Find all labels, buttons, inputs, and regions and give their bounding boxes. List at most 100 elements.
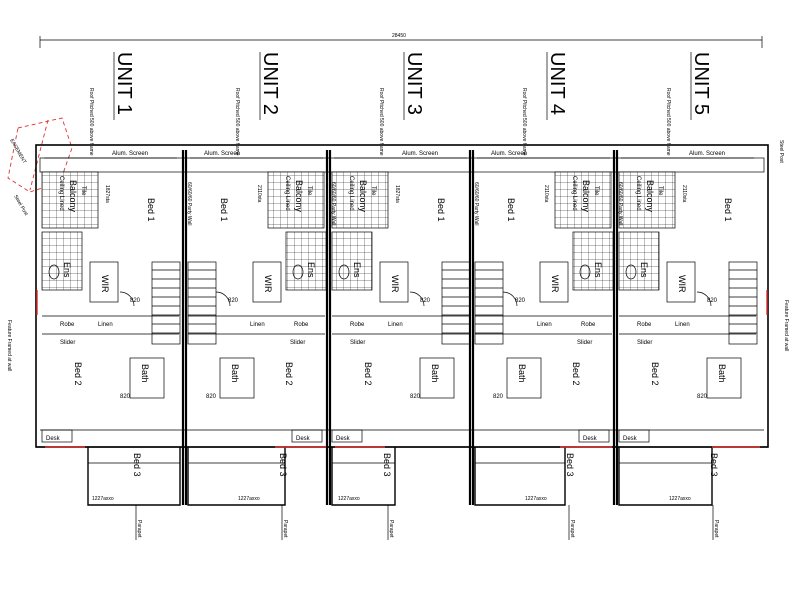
toilet-fixture: [338, 264, 350, 280]
ceiling-lined-label: Ceiling Lined: [284, 176, 290, 211]
wir-room: [252, 261, 282, 303]
slider-label: Slider: [290, 340, 305, 346]
robe-label: Robe: [350, 322, 365, 328]
bed1-label: Bed 1: [506, 198, 516, 222]
bed3-label: Bed 3: [709, 453, 719, 477]
alum-screen-label: Alum. Screen: [689, 151, 725, 157]
bath-room: [219, 357, 255, 399]
robe-label: Robe: [581, 322, 596, 328]
bed3-bays: [87, 447, 713, 506]
alum-screen-label: Alum. Screen: [402, 151, 438, 157]
door-820-lower: 820: [697, 394, 708, 400]
party-wall-label: 60/60/60 Party Wall: [330, 182, 336, 225]
wir-label: WIR: [390, 275, 400, 293]
wir-label: WIR: [100, 275, 110, 293]
balcony-label: Balcony: [645, 180, 655, 213]
door-swing-upper: [119, 291, 135, 307]
slider-label: Slider: [577, 340, 592, 346]
tile-label: Tile: [80, 186, 86, 196]
ceiling-lined-label: Ceiling Lined: [635, 176, 641, 211]
ensuite-tile: [572, 231, 614, 291]
door-swing-upper: [409, 291, 425, 307]
easement-label: EASEMENT: [8, 138, 27, 165]
wir-room: [379, 261, 409, 303]
desk-label: Desk: [623, 436, 638, 442]
bed1-label: Bed 1: [219, 198, 229, 222]
red-windows: [36, 290, 768, 448]
door-swing-upper: [696, 291, 712, 307]
wir-label: WIR: [677, 275, 687, 293]
wir-label: WIR: [263, 275, 273, 293]
bed1-window-label: 1827sta: [394, 185, 400, 203]
parapet-label: Parapet: [713, 520, 719, 538]
slider-label: Slider: [637, 340, 652, 346]
wir-label: WIR: [550, 275, 560, 293]
toilet-fixture: [579, 264, 591, 280]
linen-label: Linen: [98, 322, 113, 328]
ceiling-lined-label: Ceiling Lined: [571, 176, 577, 211]
ensuite-tile: [41, 231, 83, 291]
balcony-tile: [618, 171, 676, 229]
ceiling-lined-label: Ceiling Lined: [58, 176, 64, 211]
bed1-window-label: 2110sta: [256, 185, 262, 203]
steel-post-label-left: Steel Post: [12, 194, 29, 217]
balcony-tile: [41, 171, 99, 229]
door-820-lower: 820: [410, 394, 421, 400]
bath-label: Bath: [140, 364, 150, 383]
parapet-label: Parapet: [388, 520, 394, 538]
ensuite-label: Ens: [352, 262, 362, 278]
bed2-label: Bed 2: [73, 362, 83, 386]
desk-box: [291, 429, 323, 443]
stair-block: [187, 261, 217, 345]
door-820-upper: 820: [228, 298, 239, 304]
feature-framed-right: Feature Framed at wall: [783, 300, 789, 351]
party-wall-label: 60/60/60 Party Wall: [473, 182, 479, 225]
desk-box: [618, 429, 650, 443]
alum-screen-label: Alum. Screen: [491, 151, 527, 157]
toilet-fixture: [625, 264, 637, 280]
balcony-label: Balcony: [581, 180, 591, 213]
tile-label: Tile: [370, 186, 376, 196]
balcony-tile: [267, 171, 325, 229]
bed1-window-label: 2110sta: [681, 185, 687, 203]
wir-room: [539, 261, 569, 303]
parapet-label: Parapet: [569, 520, 575, 538]
toilet-fixture: [48, 264, 60, 280]
desk-box: [41, 429, 73, 443]
ensuite-label: Ens: [306, 262, 316, 278]
tile-label: Tile: [593, 186, 599, 196]
bed3-label: Bed 3: [278, 453, 288, 477]
alum-screen-label: Alum. Screen: [112, 151, 148, 157]
bed2-label: Bed 2: [650, 362, 660, 386]
bath-room: [129, 357, 165, 399]
slider-label: Slider: [350, 340, 365, 346]
unit-title: UNIT 2: [259, 52, 281, 115]
roof-pitched-note: Roof Pitched 500 above frame: [521, 88, 527, 156]
parapet-label: Parapet: [136, 520, 142, 538]
desk-label: Desk: [336, 436, 351, 442]
door-820-lower: 820: [120, 394, 131, 400]
ensuite-label: Ens: [639, 262, 649, 278]
door-swing-upper: [502, 291, 518, 307]
linen-label: Linen: [675, 322, 690, 328]
ensuite-tile: [331, 231, 373, 291]
bottom-window-label: 1227axxo: [525, 496, 547, 502]
balcony-label: Balcony: [358, 180, 368, 213]
stair-block: [151, 261, 181, 345]
party-wall-label: 60/60/60 Party Wall: [617, 182, 623, 225]
bath-room: [706, 357, 742, 399]
balcony-tile: [331, 171, 389, 229]
wir-room: [89, 261, 119, 303]
roof-pitched-note: Roof Pitched 500 above frame: [378, 88, 384, 156]
bed2-label: Bed 2: [571, 362, 581, 386]
side-notes: Feature Framed at wall Feature Framed at…: [6, 140, 789, 371]
slider-label: Slider: [60, 340, 75, 346]
bed3-label: Bed 3: [382, 453, 392, 477]
bed1-label: Bed 1: [436, 198, 446, 222]
unit-title: UNIT 3: [403, 52, 425, 115]
